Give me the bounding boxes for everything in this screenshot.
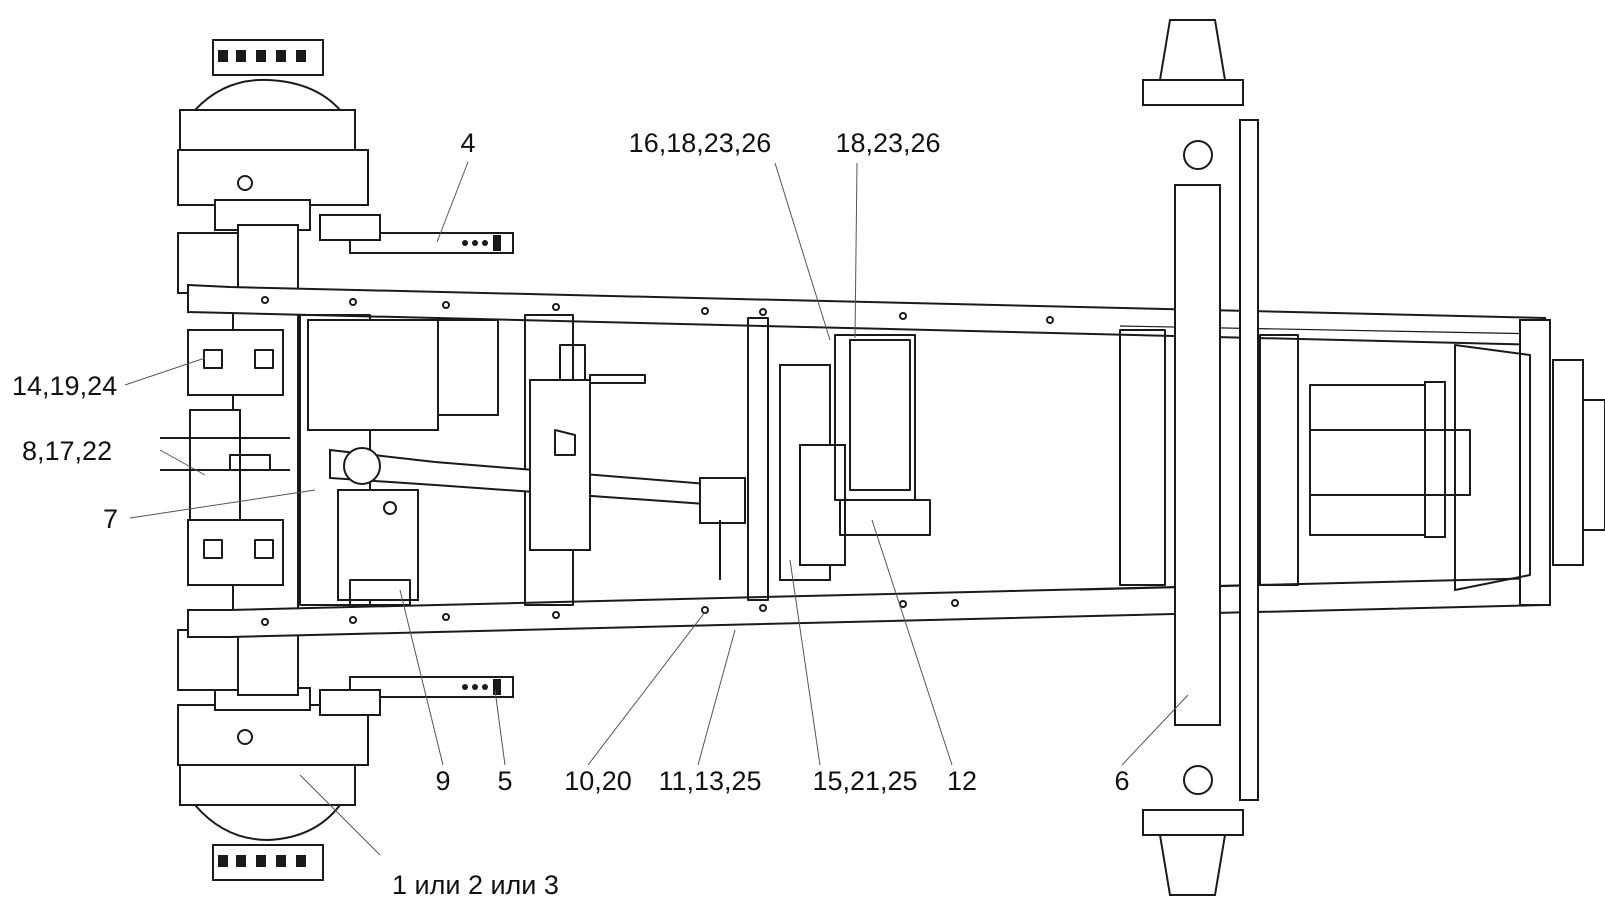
rear-axle-tube [160,294,299,626]
callout-18-23-26: 18,23,26 [835,128,940,158]
hitch-bracket-top [319,214,514,254]
callout-14-19-24: 14,19,24 [12,371,117,401]
callout-8-17-22: 8,17,22 [22,436,112,466]
callout-4: 4 [460,128,475,158]
central-bracket [529,344,646,551]
callout-16-18-23-26: 16,18,23,26 [629,128,772,158]
callout-1-2-3: 1 или 2 или 3 [392,870,559,900]
rear-axle-bottom-housing [177,624,369,881]
cross-members [299,314,1299,606]
hitch-bracket-bottom [319,676,514,716]
callout-12: 12 [947,766,977,796]
hydraulic-block [779,334,931,581]
callout-5: 5 [497,766,512,796]
callout-10-20: 10,20 [564,766,632,796]
rear-axle-top-housing [177,39,369,296]
callout-9: 9 [435,766,450,796]
callout-11-13-25: 11,13,25 [658,766,761,796]
frame-rail-holes [261,296,1054,626]
transfer-case [307,319,499,606]
front-axle [1142,19,1471,896]
leader-lines [124,161,1189,856]
callout-6: 6 [1114,766,1129,796]
front-cross-member [1454,319,1605,606]
callout-7: 7 [103,504,118,534]
callout-15-21-25: 15,21,25 [812,766,917,796]
